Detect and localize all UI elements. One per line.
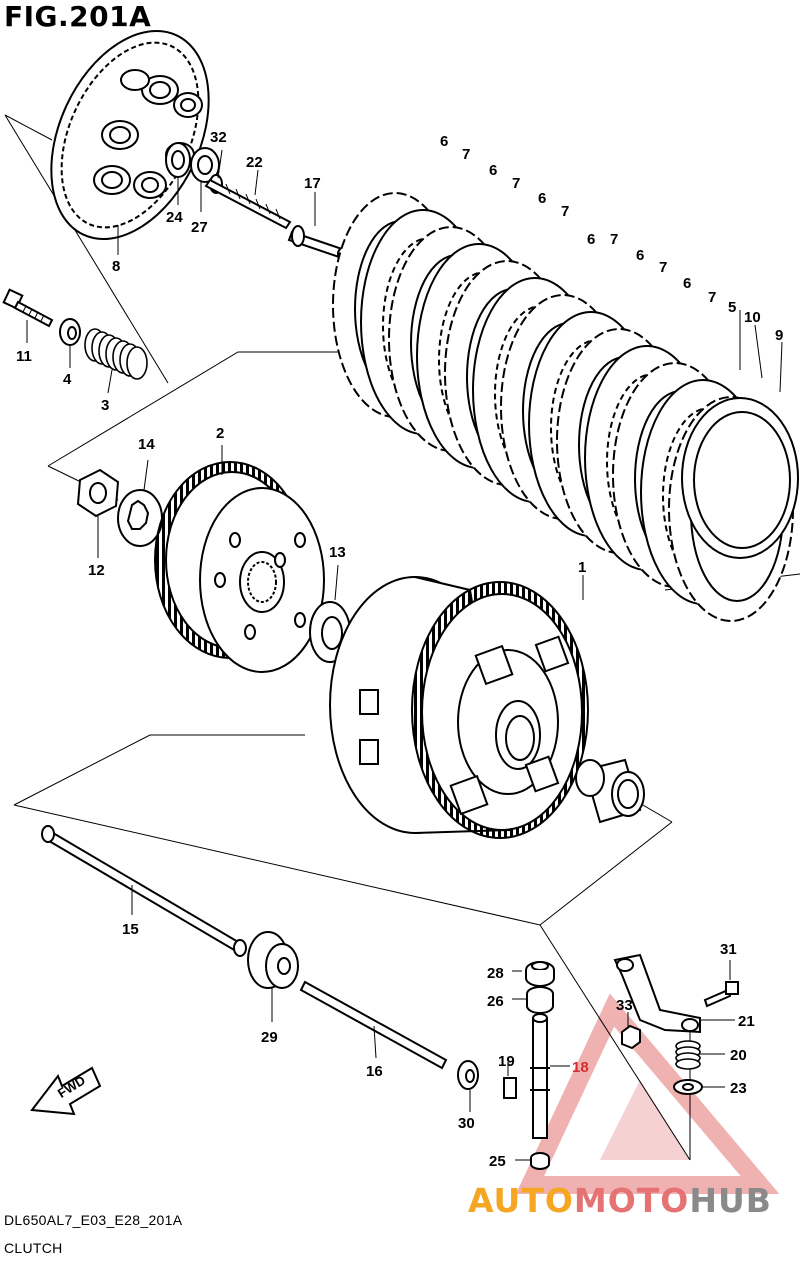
callout-27: 27 xyxy=(191,219,208,236)
callout-10: 10 xyxy=(744,309,761,326)
pressure-plate-panel xyxy=(4,114,169,384)
callout-26: 26 xyxy=(487,993,504,1010)
callout-7: 7 xyxy=(659,259,667,276)
leader-lines xyxy=(26,149,783,1161)
release-lever-part-21 xyxy=(613,953,701,1034)
callout-16: 16 xyxy=(366,1063,383,1080)
oil-seal-part-29 xyxy=(247,931,299,989)
callout-3: 3 xyxy=(101,397,109,414)
nut-part-33 xyxy=(621,1024,641,1050)
model-code: DL650AL7_E03_E28_201A xyxy=(4,1212,183,1228)
callout-1: 1 xyxy=(578,559,586,576)
callout-12: 12 xyxy=(88,562,105,579)
callout-21: 21 xyxy=(738,1013,755,1030)
lock-washer-part-14 xyxy=(117,489,163,547)
spring-part-20 xyxy=(675,1040,701,1070)
watermark-brand: AUTOMOTOHUB xyxy=(468,1181,772,1220)
callout-5: 5 xyxy=(728,299,736,316)
callout-6: 6 xyxy=(440,133,448,150)
spring-washer-part-9-inner xyxy=(693,411,791,549)
watermark-moto: MOTO xyxy=(574,1181,689,1220)
bearing-part-24 xyxy=(165,142,191,178)
callout-25: 25 xyxy=(489,1153,506,1170)
push-rod-part-22 xyxy=(204,178,292,230)
section-name: CLUTCH xyxy=(4,1240,63,1256)
callout-33: 33 xyxy=(616,997,633,1014)
clutch-spring-part-3 xyxy=(84,328,148,380)
callout-7: 7 xyxy=(462,146,470,163)
bearing-part-32 xyxy=(190,147,220,183)
callout-7: 7 xyxy=(561,203,569,220)
bolt-part-31 xyxy=(703,981,739,1008)
bearing-part-30 xyxy=(457,1060,479,1090)
washer-part-4 xyxy=(59,318,81,346)
callout-17: 17 xyxy=(304,175,321,192)
callout-28: 28 xyxy=(487,965,504,982)
clutch-plate-stack xyxy=(332,192,799,622)
pin-part-19 xyxy=(503,1077,517,1099)
callout-6: 6 xyxy=(489,162,497,179)
callout-22: 22 xyxy=(246,154,263,171)
watermark-logo-triangle xyxy=(515,993,780,1194)
callout-19: 19 xyxy=(498,1053,515,1070)
callout-23: 23 xyxy=(730,1080,747,1097)
watermark-hub: HUB xyxy=(689,1181,772,1220)
release-shaft-part-18 xyxy=(530,1013,550,1139)
callout-11: 11 xyxy=(16,348,32,365)
callout-18: 18 xyxy=(572,1059,589,1076)
rod-part-16 xyxy=(299,980,448,1070)
nut-part-12 xyxy=(76,468,120,518)
callout-6: 6 xyxy=(587,231,595,248)
callout-7: 7 xyxy=(610,231,618,248)
sleeve-hub-part-2 xyxy=(154,461,325,673)
bearing-part-28 xyxy=(525,961,555,987)
bush-part-25 xyxy=(530,1152,550,1170)
callout-24: 24 xyxy=(166,209,183,226)
callout-6: 6 xyxy=(683,275,691,292)
svg-text:AUTOMOTOHUB: AUTOMOTOHUB xyxy=(468,1181,772,1220)
callout-32: 32 xyxy=(210,129,227,146)
spacer-sleeve xyxy=(575,758,645,824)
callout-29: 29 xyxy=(261,1029,278,1046)
callout-6: 6 xyxy=(538,190,546,207)
callout-6: 6 xyxy=(636,247,644,264)
callout-30: 30 xyxy=(458,1115,475,1132)
forward-direction-arrow: FWD xyxy=(30,1066,102,1116)
callout-8: 8 xyxy=(112,258,120,275)
bearing-part-26 xyxy=(526,986,554,1014)
washer-part-23 xyxy=(673,1079,703,1095)
callout-31: 31 xyxy=(720,941,737,958)
clutch-housing-part-1 xyxy=(329,576,589,839)
callout-7: 7 xyxy=(708,289,716,306)
callout-15: 15 xyxy=(122,921,139,938)
watermark-auto: AUTO xyxy=(468,1181,574,1220)
callout-9: 9 xyxy=(775,327,783,344)
callout-14: 14 xyxy=(138,436,155,453)
callout-4: 4 xyxy=(63,371,72,388)
callout-7: 7 xyxy=(512,175,520,192)
push-rod-part-15 xyxy=(41,825,247,957)
callout-13: 13 xyxy=(329,544,346,561)
callout-2: 2 xyxy=(216,425,224,442)
bolt-part-11 xyxy=(2,288,54,328)
pressure-plate-part-8 xyxy=(50,30,210,240)
figure-title: FIG.201A xyxy=(4,0,152,33)
callout-20: 20 xyxy=(730,1047,747,1064)
